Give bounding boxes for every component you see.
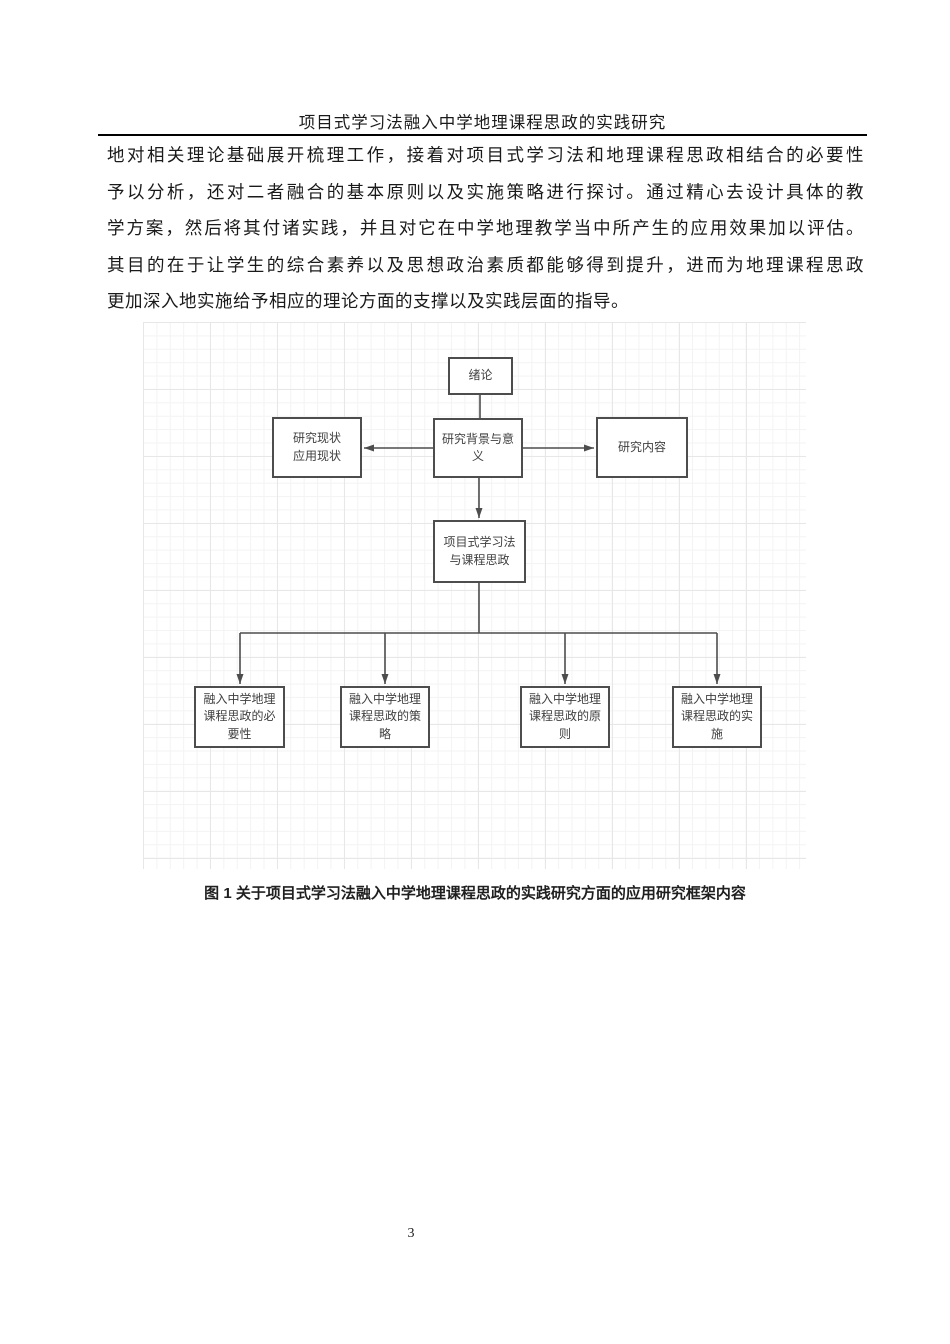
node-pbl-curriculum: 项目式学习法 与课程思政 [433,520,526,583]
flowchart-connectors [236,395,721,684]
node-necessity: 融入中学地理 课程思政的必 要性 [194,686,285,748]
body-line: 学方案，然后将其付诸实践，并且对它在中学地理教学当中所产生的应用效果加以评估。 [107,218,864,239]
page-header-title: 项目式学习法融入中学地理课程思政的实践研究 [298,113,667,132]
node-strategy: 融入中学地理 课程思政的策 略 [340,686,430,748]
body-line: 予以分析，还对二者融合的基本原则以及实施策略进行探讨。通过精心去设计具体的教 [107,181,864,202]
body-line: 更加深入地实施给予相应的理论方面的支撑以及实践层面的指导。 [107,291,629,312]
body-line: 其目的在于让学生的综合素养以及思想政治素质都能够得到提升，进而为地理课程思政 [107,254,864,275]
node-principle: 融入中学地理 课程思政的原 则 [520,686,610,748]
node-research-content: 研究内容 [596,417,688,478]
framework-diagram: 绪论 研究现状 应用现状 研究背景与意 义 研究内容 项目式学习法 与课程思政 … [143,322,806,869]
page-number: 3 [407,1226,415,1241]
header-rule [98,134,867,136]
body-line: 地对相关理论基础展开梳理工作，接着对项目式学习法和地理课程思政相结合的必要性 [107,145,864,165]
body-paragraph: 地对相关理论基础展开梳理工作，接着对项目式学习法和地理课程思政相结合的必要性 予… [107,137,864,320]
node-implementation: 融入中学地理 课程思政的实 施 [672,686,762,748]
node-research-background: 研究背景与意 义 [433,418,523,478]
node-research-status: 研究现状 应用现状 [272,417,362,478]
figure-caption: 图 1 关于项目式学习法融入中学地理课程思政的实践研究方面的应用研究框架内容 [204,885,746,902]
node-intro: 绪论 [448,357,513,395]
